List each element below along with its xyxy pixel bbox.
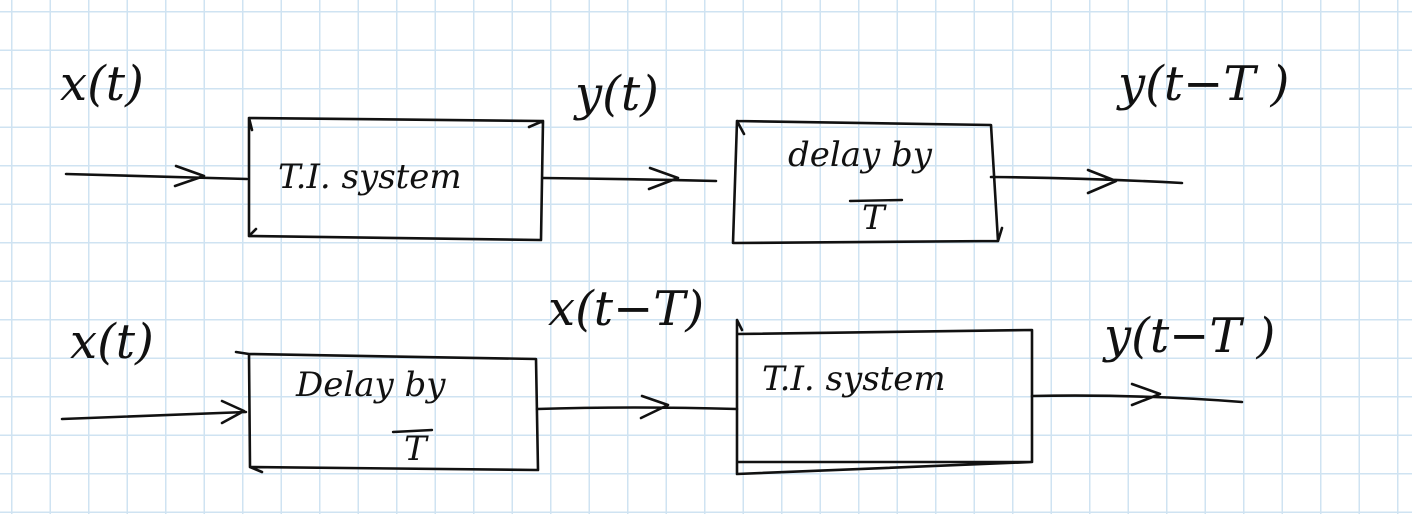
bottom-input-label: x(t) (70, 314, 154, 370)
bottom-ti-system-block (735, 318, 1034, 476)
top-delay-block (731, 119, 1004, 245)
top-input-arrow (64, 164, 249, 188)
bottom-ti-system-label: T.I. system (762, 359, 946, 399)
bottom-input-arrow (60, 399, 248, 425)
bottom-output-arrow (1030, 382, 1244, 407)
bottom-delay-t-bar (391, 428, 434, 434)
top-mid-arrow (541, 166, 718, 191)
bottom-delay-block (234, 350, 540, 474)
top-delay-label-line1: delay by (788, 135, 933, 175)
bottom-row: x(t) Delay by T x(t−T) T.I. system y(t−T… (60, 281, 1275, 476)
bottom-delay-label-line2: T (404, 429, 429, 469)
bottom-delay-label-line1: Delay by (295, 365, 446, 405)
bottom-output-label: y(t−T ) (1102, 308, 1275, 364)
top-row: x(t) T.I. system y(t) delay by T y(t−T ) (60, 56, 1289, 245)
top-output-arrow (989, 168, 1184, 195)
bottom-mid-arrow (535, 394, 739, 420)
bottom-mid-label: x(t−T) (548, 281, 704, 337)
top-ti-system-label: T.I. system (278, 157, 462, 197)
top-mid-label: y(t) (573, 66, 659, 122)
top-output-label: y(t−T ) (1116, 56, 1289, 112)
top-ti-system-block (247, 116, 545, 242)
top-delay-label-line2: T (862, 198, 887, 238)
top-delay-t-bar (848, 198, 904, 203)
top-input-label: x(t) (60, 56, 144, 112)
